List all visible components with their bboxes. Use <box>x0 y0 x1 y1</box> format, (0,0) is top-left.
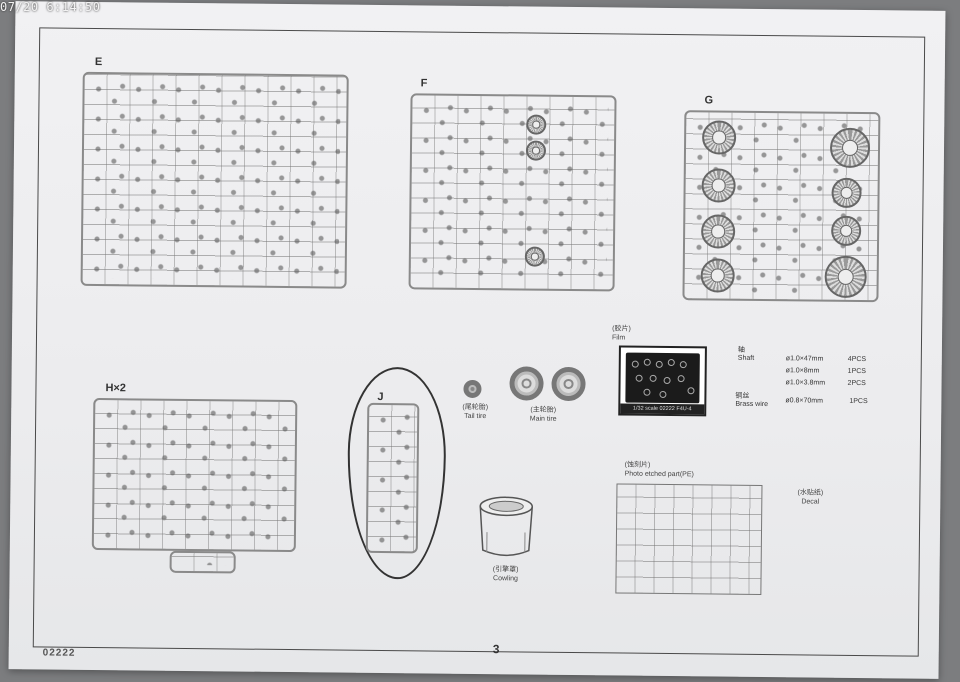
tail-tire-caption: (尾轮胎)Tail tire <box>462 403 489 420</box>
cowling-part <box>479 496 534 557</box>
sprue-e <box>80 71 349 289</box>
sprue-h-tab <box>169 550 236 574</box>
instruction-sheet: E F G H×2 J (尾轮胎)Tail tire (主轮胎)Main tir… <box>8 1 946 679</box>
sprue-j <box>365 402 420 554</box>
page-number: 3 <box>492 642 500 657</box>
film-scale-text: 1/32 scale 02222 F4U-4 <box>620 403 705 415</box>
shaft-qty-1: 4PCS <box>847 355 867 364</box>
engine-fan <box>829 127 871 169</box>
instrument-panel-image <box>625 352 700 404</box>
shaft-qty-3: 2PCS <box>847 379 866 388</box>
sprue-f-wheel <box>525 140 547 161</box>
main-tire-part <box>551 366 586 402</box>
tail-tire-part <box>463 379 482 399</box>
main-tire-part <box>509 366 544 401</box>
engine-ring <box>831 177 862 209</box>
shaft-spec-3: ø1.0×3.8mm <box>785 379 826 387</box>
pe-caption: (蚀刻片)Photo etched part(PE) <box>624 461 694 479</box>
sprue-h <box>91 397 298 553</box>
instrument-film: 1/32 scale 02222 F4U-4 <box>618 345 707 417</box>
film-caption: (胶片)Film <box>611 325 631 342</box>
sprue-f-wheel <box>526 114 547 135</box>
engine-cylinder <box>701 120 737 155</box>
footer-kit-code: 02222 <box>42 647 76 659</box>
sprue-f-wheel <box>524 246 545 267</box>
sprue-e-label: E <box>94 55 103 69</box>
sprue-j-label: J <box>377 390 384 404</box>
sprue-f-label: F <box>420 77 428 90</box>
engine-cylinder <box>700 214 736 249</box>
engine-cylinder <box>700 258 735 293</box>
sprue-h-label: H×2 <box>105 382 127 395</box>
cowling-caption: (引擎罩)Cowling <box>492 566 519 583</box>
engine-fan <box>824 255 867 299</box>
photo-etched-fret <box>615 483 763 595</box>
shaft-qty-2: 1PCS <box>847 367 867 376</box>
engine-cylinder <box>701 168 736 203</box>
shaft-spec-2: ø1.0×8mm <box>785 367 820 375</box>
engine-ring <box>831 215 862 247</box>
shaft-spec-1: ø1.0×47mm <box>785 355 824 363</box>
brass-wire-qty: 1PCS <box>849 397 868 406</box>
brass-wire-spec: ø0.8×70mm <box>785 397 823 405</box>
sprue-g-label: G <box>704 94 714 107</box>
decal-caption: (水贴纸)Decal <box>797 489 824 506</box>
main-tire-caption: (主轮胎)Main tire <box>529 406 557 423</box>
timestamp-overlay: 07/20 6:14:50 <box>0 0 101 14</box>
sprue-f <box>408 93 617 292</box>
